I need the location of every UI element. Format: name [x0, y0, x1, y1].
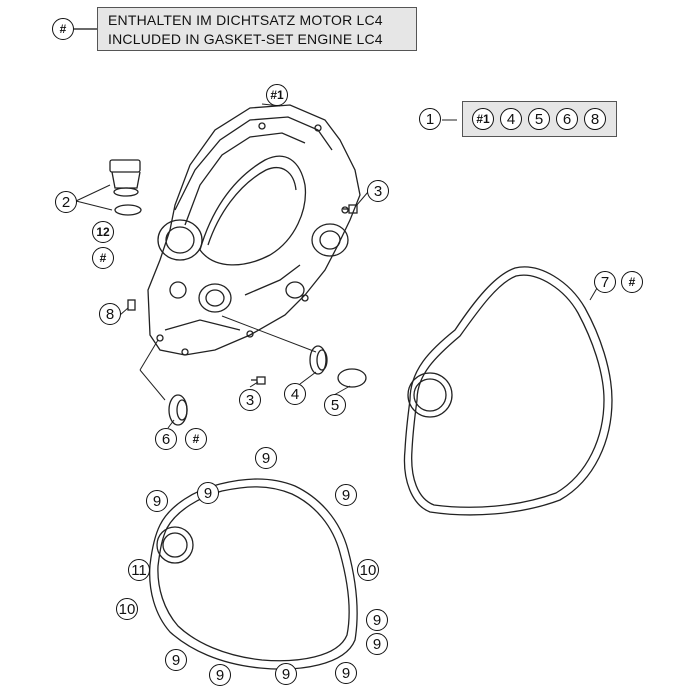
callout-right-gasket-hash: # [621, 271, 643, 293]
callout-g10-right: 10 [357, 559, 379, 581]
screw-top [343, 204, 358, 214]
callout-g9-bottom-midright: 9 [275, 663, 297, 685]
callout-g9-bottom-left: 9 [165, 649, 187, 671]
leader-lines [75, 103, 601, 429]
cover-cap [337, 368, 367, 388]
screw-bottom [251, 376, 266, 385]
callout-g9-right-bottom: 9 [366, 633, 388, 655]
shaft-seal [309, 345, 328, 375]
legend-box: ENTHALTEN IM DICHTSATZ MOTOR LC4 INCLUDE… [97, 7, 417, 51]
callout-oring-hash: # [92, 247, 114, 269]
callout-oring-number: 12 [92, 221, 114, 243]
side-bolt [127, 299, 136, 311]
right-gasket [403, 266, 613, 516]
lower-gasket [149, 478, 358, 670]
clutch-cover [147, 104, 361, 356]
callout-g9-bottom-right: 9 [335, 662, 357, 684]
callout-kit-item-1: #1 [472, 108, 494, 130]
callout-kit-main: 1 [419, 108, 441, 130]
callout-screw-top: 3 [367, 180, 389, 202]
oil-filler-plug [109, 159, 141, 197]
callout-lower-seal-number: 6 [155, 428, 177, 450]
callout-kit-item-2: 4 [500, 108, 522, 130]
callout-side-bolt: 8 [99, 303, 121, 325]
callout-kit-item-4: 6 [556, 108, 578, 130]
callout-g9-mid-top: 9 [197, 482, 219, 504]
callout-g9-top: 9 [255, 447, 277, 469]
legend-hash-callout: # [52, 18, 74, 40]
callout-seal: 4 [284, 383, 306, 405]
callout-g9-bottom-mid: 9 [209, 664, 231, 686]
callout-g9-left-top: 9 [146, 490, 168, 512]
o-ring [114, 204, 142, 216]
callout-right-gasket-number: 7 [594, 271, 616, 293]
callout-g10-left: 10 [116, 598, 138, 620]
legend-connector [74, 28, 97, 30]
callout-g9-right-low: 9 [366, 609, 388, 631]
callout-g11: 11 [128, 559, 150, 581]
callout-lower-seal-hash: # [185, 428, 207, 450]
callout-g9-right-top: 9 [335, 484, 357, 506]
legend-line-de: ENTHALTEN IM DICHTSATZ MOTOR LC4 [108, 12, 383, 28]
legend-line-en: INCLUDED IN GASKET-SET ENGINE LC4 [108, 31, 383, 47]
callout-cover: #1 [266, 84, 288, 106]
callout-kit-item-3: 5 [528, 108, 550, 130]
lower-seal [168, 394, 188, 426]
callout-oil-plug: 2 [55, 191, 77, 213]
callout-kit-item-5: 8 [584, 108, 606, 130]
callout-cap: 5 [324, 394, 346, 416]
callout-screw-bottom: 3 [239, 389, 261, 411]
